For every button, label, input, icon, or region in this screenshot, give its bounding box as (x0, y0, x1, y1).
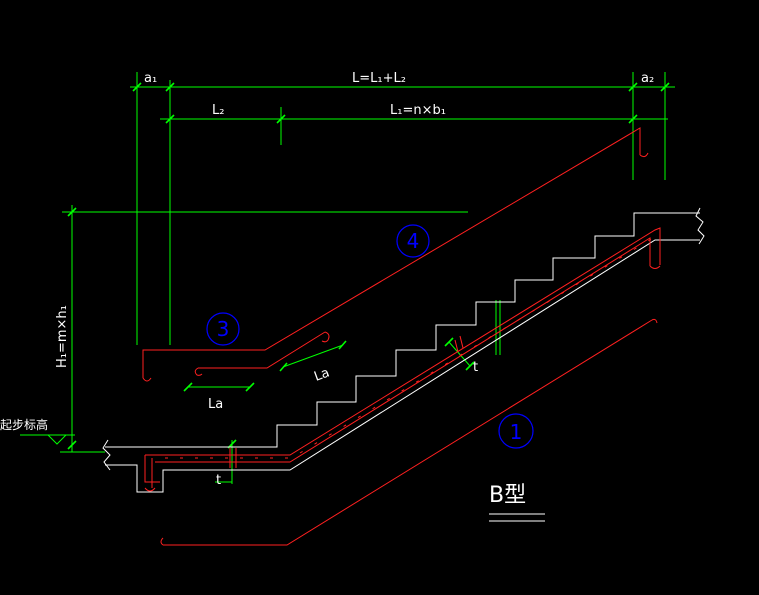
callout-3-label: 3 (217, 317, 230, 341)
rebar-lines (142, 127, 661, 546)
type-title: B型 (489, 483, 526, 508)
callout-4-label: 4 (407, 229, 420, 253)
callout-circles (206, 224, 534, 449)
a2-label: a₂ (641, 71, 654, 86)
l1-label: L₁=n×b₁ (390, 103, 446, 118)
height-label: H₁=m×h₁ (55, 305, 70, 368)
l2-label: L₂ (212, 103, 224, 118)
callout-circle-3 (206, 312, 240, 346)
la-upper-label: La (312, 365, 331, 384)
elevation-marker (46, 434, 68, 445)
dimension-lines (20, 72, 675, 484)
thickness-low-label: t (216, 473, 221, 488)
callout-circle-4 (396, 224, 430, 258)
thickness-mid-label: t (473, 360, 478, 375)
la-lower-label: La (208, 397, 223, 412)
a1-label: a₁ (144, 71, 157, 86)
title-underline (489, 513, 545, 522)
callout-circle-1 (498, 413, 534, 449)
total-length-label: L=L₁+L₂ (352, 71, 406, 86)
callout-1-label: 1 (510, 420, 523, 444)
stair-outline (102, 207, 705, 493)
dimension-ticks (67, 82, 670, 450)
start-elevation-label: 起步标高 (0, 417, 48, 432)
